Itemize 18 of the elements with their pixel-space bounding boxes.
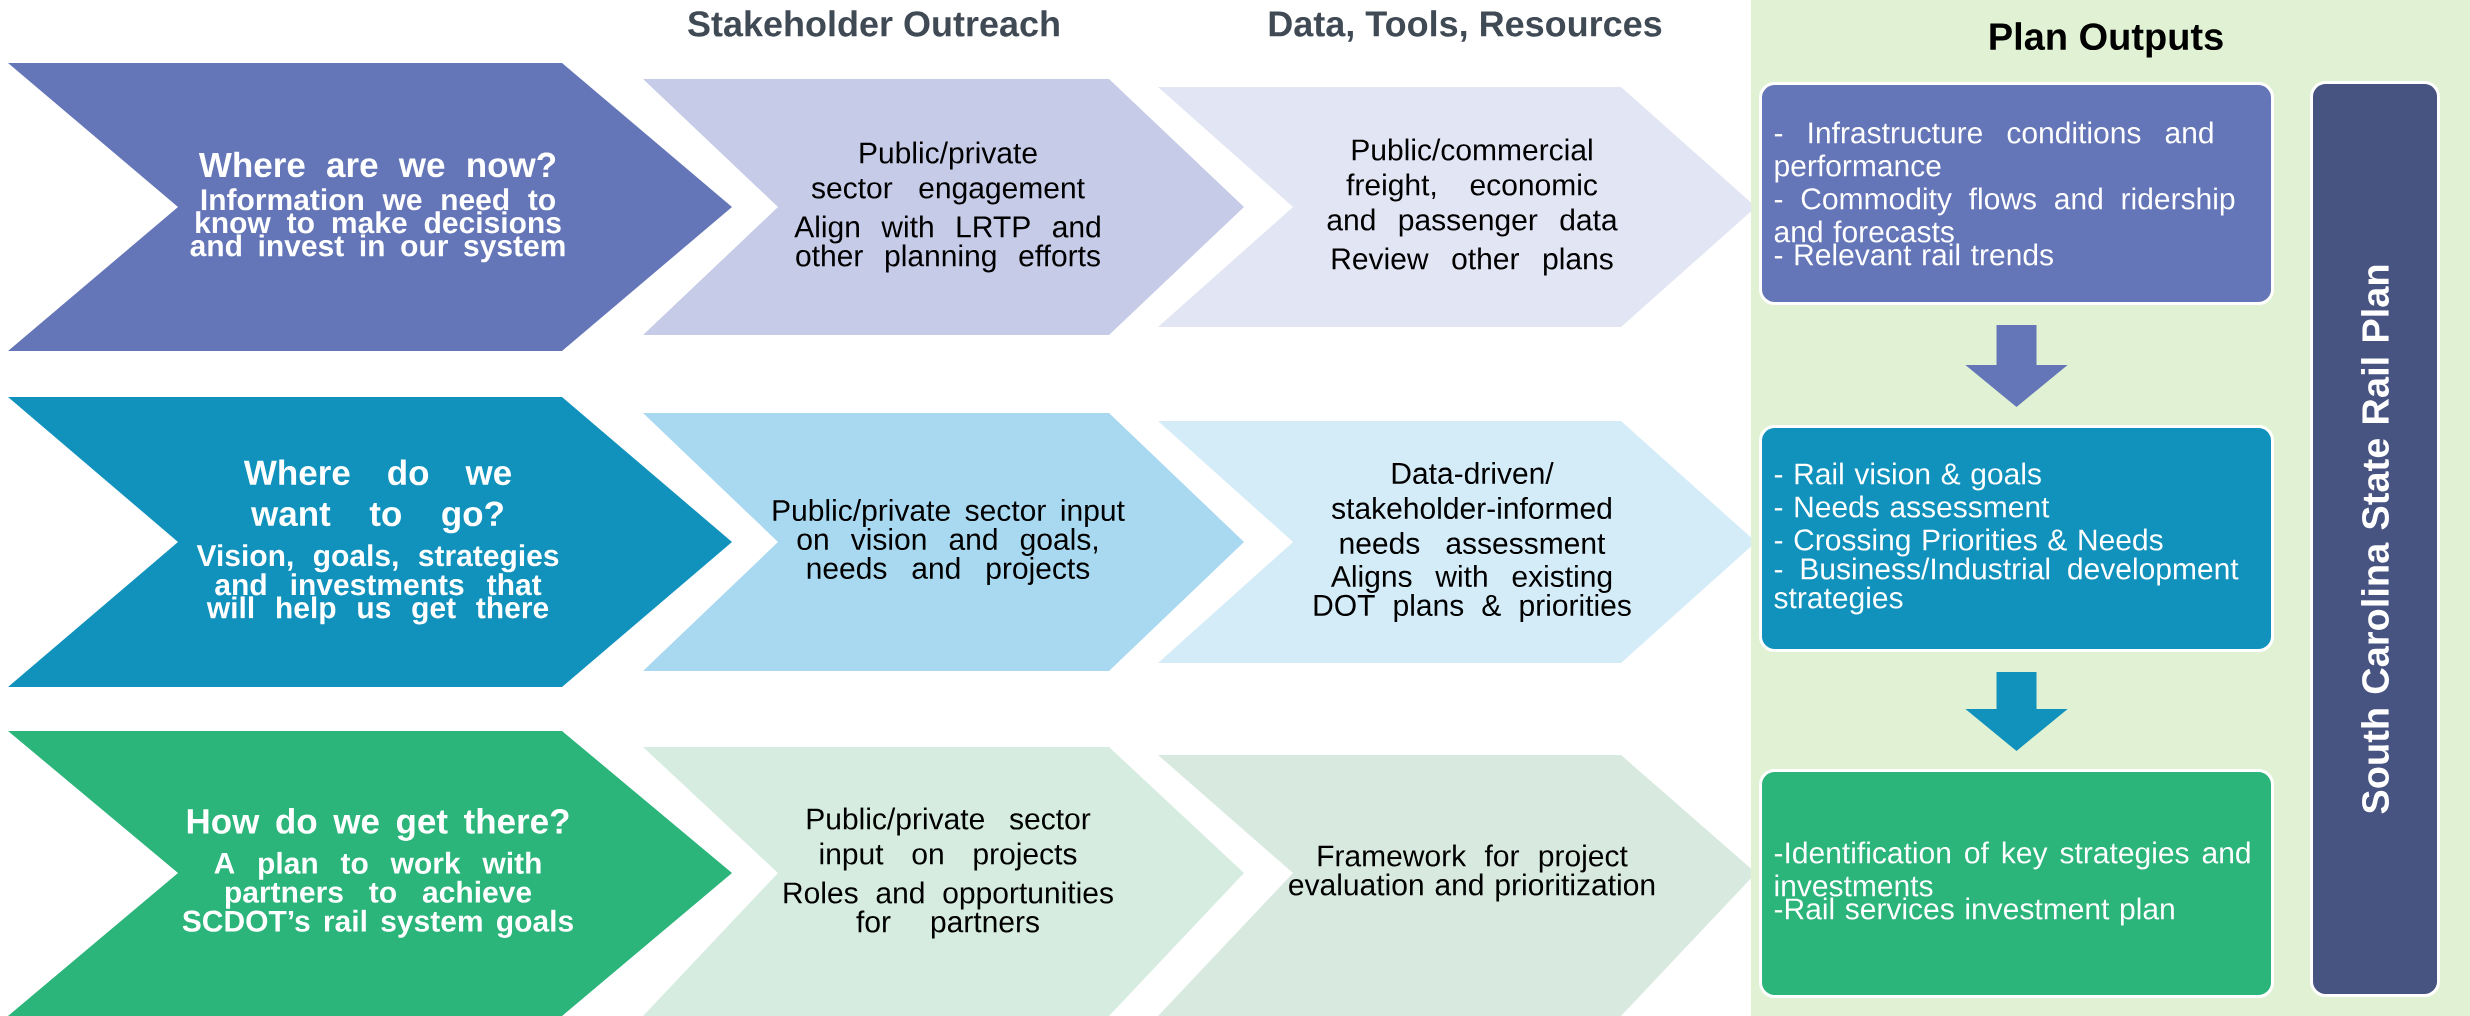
- node-label: Public/private sector input on projects: [807, 807, 1091, 871]
- output-box: -Identification of key strategies and investments -Rail services investment plan: [1759, 769, 2274, 998]
- step-box: Public/private sector engagement Align with LRTP and other planning efforts: [643, 79, 1244, 335]
- node-label: Roles and opportunities for partners: [784, 881, 1113, 939]
- step-box: Where are we now? Information we need to know to make decisions and invest in our system: [8, 63, 732, 351]
- step-box: Where do we want to go? Vision, goals, strategies and investments that will help us get there: [8, 397, 732, 687]
- output-box: - Rail vision & goals - Needs assessment - Crossing Priorities & Needs - Business/Industrial development strategies: [1759, 425, 2274, 652]
- vertical-banner: South Carolina State Rail Plan: [2310, 81, 2440, 997]
- column-heading: Stakeholder Outreach: [688, 10, 1059, 37]
- step-box: Public/commercial freight, economic and passenger data Review other plans: [1158, 87, 1756, 327]
- step-box: How do we get there? A plan to work with partners to achieve SCDOT’s rail system goals: [8, 731, 732, 1016]
- step-box: Public/private sector input on vision and goals, needs and projects: [643, 413, 1244, 671]
- column-heading: Data, Tools, Resources: [1269, 10, 1662, 42]
- node-label: Framework for project evaluation and prioritization: [1289, 844, 1655, 902]
- step-box: Framework for project evaluation and prioritization: [1158, 755, 1756, 1016]
- step-box: Public/private sector input on projects Roles and opportunities for partners: [643, 747, 1244, 1016]
- output-box: - Infrastructure conditions and performance - Commodity flows and ridership and forecasts - Relevant rail trends: [1759, 82, 2274, 305]
- step-box: Data-driven/ stakeholder-informed needs assessment Aligns with existing DOT plans & priorities: [1158, 421, 1756, 663]
